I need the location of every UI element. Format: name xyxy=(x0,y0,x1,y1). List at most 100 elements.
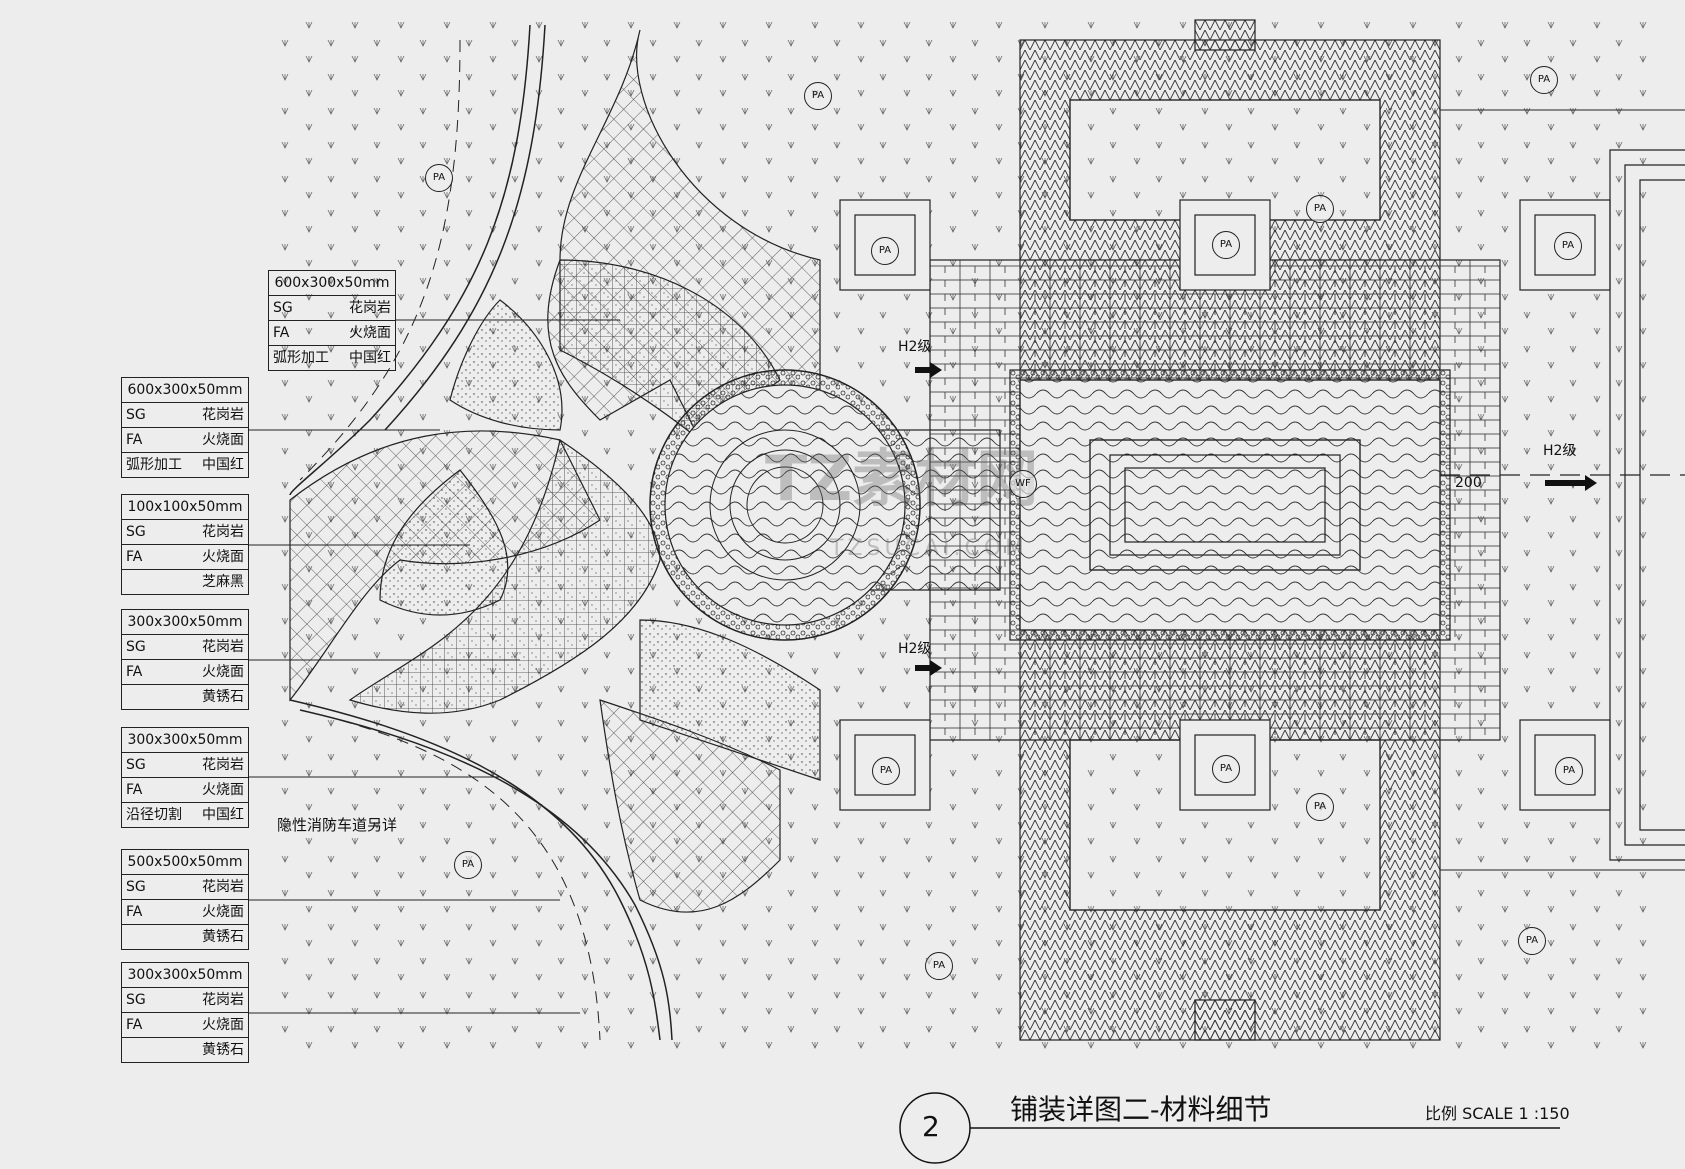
material-legend: 300x300x50mm SG 花岗岩 FA 火烧面 沿径切割 中国红 xyxy=(121,727,249,828)
material-legend: 600x300x50mm SG 花岗岩 FA 火烧面 弧形加工 中国红 xyxy=(268,270,396,371)
planting-tag: PA xyxy=(1306,793,1334,821)
planting-tag: PA xyxy=(1555,757,1583,785)
legend-row: FA 火烧面 xyxy=(122,778,248,803)
planting-tag: PA xyxy=(872,757,900,785)
planting-tag: PA xyxy=(1212,231,1240,259)
planting-tag: PA xyxy=(925,952,953,980)
legend-code: SG xyxy=(273,300,293,316)
legend-code: 弧形加工 xyxy=(126,457,182,473)
legend-value: 中国红 xyxy=(202,457,244,473)
legend-value: 花岗岩 xyxy=(202,879,244,895)
legend-value: 芝麻黑 xyxy=(202,574,244,590)
legend-code: FA xyxy=(126,664,143,680)
legend-size: 300x300x50mm xyxy=(122,610,248,635)
legend-code: 沿径切割 xyxy=(126,807,182,823)
material-legend: 300x300x50mm SG 花岗岩 FA 火烧面 黄锈石 xyxy=(121,962,249,1063)
legend-size: 300x300x50mm xyxy=(122,963,248,988)
legend-value: 花岗岩 xyxy=(202,757,244,773)
legend-value: 火烧面 xyxy=(202,664,244,680)
legend-value: 火烧面 xyxy=(202,904,244,920)
legend-row: FA 火烧面 xyxy=(122,900,248,925)
legend-row: 黄锈石 xyxy=(122,1038,248,1062)
legend-code: SG xyxy=(126,757,146,773)
legend-value: 火烧面 xyxy=(349,325,391,341)
leader-lines xyxy=(248,109,1685,1014)
legend-row: 芝麻黑 xyxy=(122,570,248,594)
legend-size: 100x100x50mm xyxy=(122,495,248,520)
legend-row: 弧形加工 中国红 xyxy=(269,346,395,370)
watermark: TZ素材网 TZSUCAI.COM xyxy=(765,442,1038,561)
legend-size: 600x300x50mm xyxy=(122,378,248,403)
legend-value: 黄锈石 xyxy=(202,1042,244,1058)
planting-tag: PA xyxy=(1212,755,1240,783)
legend-value: 黄锈石 xyxy=(202,689,244,705)
legend-code: FA xyxy=(126,782,143,798)
legend-value: 中国红 xyxy=(202,807,244,823)
material-legend: 100x100x50mm SG 花岗岩 FA 火烧面 芝麻黑 xyxy=(121,494,249,595)
legend-code: FA xyxy=(126,432,143,448)
planting-tag: PA xyxy=(1306,195,1334,223)
right-building xyxy=(1440,149,1685,861)
drawing-number: 2 xyxy=(922,1110,940,1143)
legend-row: FA 火烧面 xyxy=(122,428,248,453)
legend-value: 中国红 xyxy=(349,350,391,366)
legend-value: 花岗岩 xyxy=(349,300,391,316)
flower-plaza xyxy=(289,29,821,913)
legend-row: SG 花岗岩 xyxy=(122,753,248,778)
legend-row: SG 花岗岩 xyxy=(122,988,248,1013)
legend-code: FA xyxy=(126,904,143,920)
legend-row: SG 花岗岩 xyxy=(269,296,395,321)
circular-fountain xyxy=(649,369,1001,641)
planting-tag: PA xyxy=(871,237,899,265)
planting-tag: PA xyxy=(1554,232,1582,260)
legend-code: SG xyxy=(126,407,146,423)
dimension-label: 200 xyxy=(1455,475,1482,491)
watermark-sub: TZSUCAI.COM xyxy=(829,536,1028,561)
planting-tag: PA xyxy=(454,851,482,879)
steps-label-right: H2级 xyxy=(1543,443,1577,459)
legend-value: 花岗岩 xyxy=(202,639,244,655)
legend-row: FA 火烧面 xyxy=(122,545,248,570)
planting-tag: PA xyxy=(804,82,832,110)
steps-label-left-top: H2级 xyxy=(898,339,932,355)
legend-row: 黄锈石 xyxy=(122,685,248,709)
curved-road xyxy=(289,24,673,1041)
legend-size: 600x300x50mm xyxy=(269,271,395,296)
legend-code: SG xyxy=(126,992,146,1008)
steps-label-left-bottom: H2级 xyxy=(898,641,932,657)
legend-row: SG 花岗岩 xyxy=(122,520,248,545)
step-arrows xyxy=(915,362,1597,676)
legend-code: SG xyxy=(126,524,146,540)
legend-code: 弧形加工 xyxy=(273,350,329,366)
legend-value: 火烧面 xyxy=(202,782,244,798)
legend-row: 弧形加工 中国红 xyxy=(122,453,248,477)
legend-value: 花岗岩 xyxy=(202,992,244,1008)
legend-code: FA xyxy=(126,1017,143,1033)
planting-tag: PA xyxy=(1518,927,1546,955)
fountain-tag: WF xyxy=(1009,470,1037,498)
legend-row: 黄锈石 xyxy=(122,925,248,949)
legend-code: FA xyxy=(273,325,290,341)
legend-size: 500x500x50mm xyxy=(122,850,248,875)
legend-value: 花岗岩 xyxy=(202,407,244,423)
legend-size: 300x300x50mm xyxy=(122,728,248,753)
planting-tag: PA xyxy=(425,164,453,192)
legend-value: 火烧面 xyxy=(202,1017,244,1033)
title-graphics xyxy=(899,1092,1560,1164)
legend-value: 火烧面 xyxy=(202,549,244,565)
legend-value: 火烧面 xyxy=(202,432,244,448)
rect-plaza xyxy=(929,19,1501,1041)
legend-row: SG 花岗岩 xyxy=(122,403,248,428)
drawing-scale: 比例 SCALE 1 :150 xyxy=(1425,1104,1570,1123)
fire-lane-note: 隐性消防车道另详 xyxy=(277,816,398,834)
legend-code: SG xyxy=(126,879,146,895)
legend-code: FA xyxy=(126,549,143,565)
drawing-title: 铺装详图二-材料细节 xyxy=(1010,1093,1272,1126)
legend-row: FA 火烧面 xyxy=(122,660,248,685)
legend-value: 花岗岩 xyxy=(202,524,244,540)
legend-value: 黄锈石 xyxy=(202,929,244,945)
watermark-main: TZ素材网 xyxy=(765,442,1038,515)
